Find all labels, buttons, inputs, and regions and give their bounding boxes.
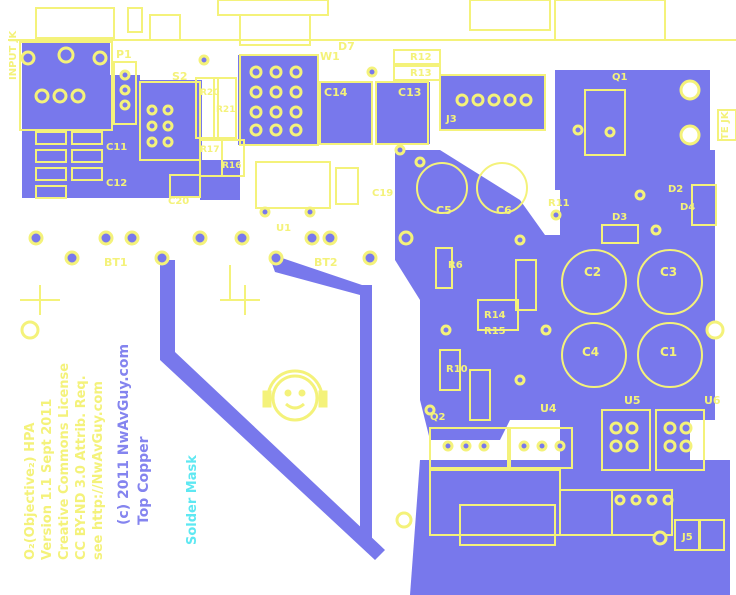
refdes-w1: W1: [320, 50, 340, 63]
refdes-r12: R12: [410, 52, 432, 63]
refdes-r15: R15: [484, 326, 506, 337]
refdes-r11: R11: [548, 198, 570, 209]
credits-line-2: Version 1.1 Sept 2011: [40, 399, 55, 560]
refdes-c20: C20: [168, 196, 189, 207]
refdes-c2: C2: [584, 265, 601, 279]
refdes-u5: U5: [624, 394, 641, 407]
refdes-r16: R16: [222, 161, 241, 171]
refdes-j3: J3: [445, 114, 457, 125]
credits-line-5: see http://NwAvGuy.com: [91, 381, 106, 560]
refdes-c5: C5: [436, 204, 452, 217]
headphone-smiley-logo: [262, 369, 328, 422]
refdes-labels: P1 S2 R20 R21 R17 R16 W1 D7 R12 R13 C14 …: [104, 40, 721, 543]
solder-mask-label: Solder Mask: [185, 455, 200, 545]
refdes-c3: C3: [660, 265, 677, 279]
refdes-q1: Q1: [612, 72, 628, 83]
credits-line-4: CC BY-ND 3.0 Attrib. Req.: [74, 375, 89, 560]
refdes-p1: P1: [116, 48, 132, 61]
input-jack-label-group: INPUT JK: [8, 29, 19, 80]
refdes-r21: R21: [216, 105, 235, 115]
silkscreen-layer: [8, 0, 736, 551]
refdes-c13: C13: [398, 86, 421, 99]
refdes-u4: U4: [540, 402, 557, 415]
credits-line-1: O₂(Objective₂) HPA: [23, 423, 38, 560]
refdes-c14: C14: [324, 86, 348, 99]
copyright-line-1: (c) 2011 NwAvGuy.com: [116, 344, 132, 525]
copyright-block: (c) 2011 NwAvGuy.com Top Copper: [116, 344, 152, 525]
refdes-r6: R6: [448, 260, 463, 271]
credits-block: O₂(Objective₂) HPA Version 1.1 Sept 2011…: [23, 363, 106, 560]
refdes-c4: C4: [582, 345, 599, 359]
refdes-d3: D3: [612, 212, 627, 223]
refdes-bt1: BT1: [104, 256, 128, 269]
refdes-c12: C12: [106, 178, 127, 189]
refdes-c11: C11: [106, 142, 127, 153]
input-jack-label: INPUT JK: [8, 29, 19, 80]
refdes-r13: R13: [410, 68, 432, 79]
refdes-r17: R17: [200, 145, 219, 155]
refdes-c1: C1: [660, 345, 677, 359]
refdes-q2: Q2: [430, 412, 446, 423]
refdes-r14: R14: [484, 310, 506, 321]
solder-mask-label-group: Solder Mask: [185, 455, 200, 545]
refdes-r10: R10: [446, 364, 468, 375]
right-jack-label: TE JK: [720, 110, 731, 140]
refdes-r20: R20: [200, 88, 219, 98]
refdes-d7: D7: [338, 40, 355, 53]
refdes-u6: U6: [704, 394, 721, 407]
refdes-s2: S2: [172, 70, 188, 83]
refdes-d4: D4: [680, 202, 695, 213]
refdes-bt2: BT2: [314, 256, 338, 269]
copyright-line-2: Top Copper: [136, 436, 152, 525]
refdes-u1: U1: [276, 223, 291, 234]
pads-and-vias: [20, 46, 725, 546]
credits-line-3: Creative Commons License: [57, 363, 72, 560]
refdes-c19: C19: [372, 188, 393, 199]
right-jack-label-group: TE JK: [720, 110, 731, 140]
refdes-j5: J5: [681, 532, 693, 543]
refdes-d2: D2: [668, 184, 683, 195]
refdes-c6: C6: [496, 204, 512, 217]
